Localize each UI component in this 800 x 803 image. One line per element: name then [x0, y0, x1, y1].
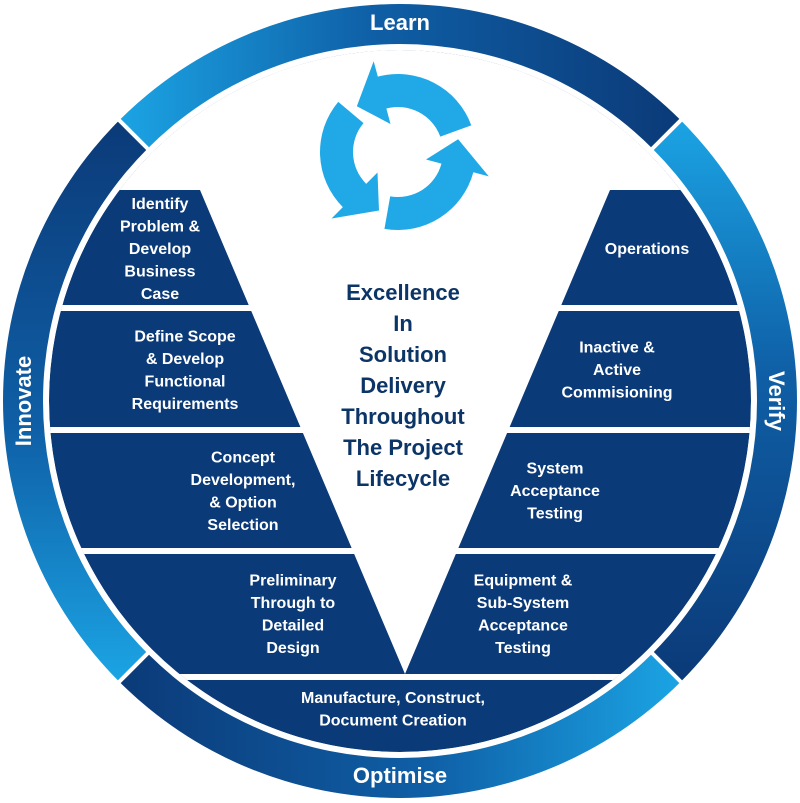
phase-label-line: Commisioning: [561, 385, 672, 402]
phase-label-line: Business: [124, 264, 195, 281]
cycle-arrow: [384, 139, 489, 231]
bottom-phase: Manufacture, Construct, Document Creation: [301, 690, 485, 730]
phase-label-line: Equipment &: [474, 572, 573, 589]
phase-label-line: Manufacture, Construct,: [301, 690, 485, 707]
center-title-line: Excellence: [346, 280, 460, 305]
ring-segment-verify: [652, 120, 797, 682]
center-title-line: Lifecycle: [356, 466, 450, 491]
ring-segment-learn: [119, 4, 681, 149]
phase-label-line: Acceptance: [478, 617, 568, 634]
center-title-line: Solution: [359, 342, 447, 367]
ring-label-innovate: Innovate: [11, 356, 36, 446]
ring-separator: [649, 650, 684, 685]
ring-segment-innovate: [3, 120, 148, 682]
phase-label-line: Problem &: [120, 219, 200, 236]
phase-label-line: Selection: [207, 517, 278, 534]
ring-label-verify: Verify: [764, 371, 789, 432]
center-title-line: Delivery: [360, 373, 446, 398]
phase-label-line: Development,: [191, 472, 296, 489]
phase-label-line: Operations: [605, 241, 690, 258]
phase-label-line: Testing: [527, 506, 583, 523]
recycle-arrows-icon: [320, 61, 489, 231]
center-title-line: In: [393, 311, 413, 336]
phase-label-line: Design: [266, 640, 319, 657]
ring-gap: [44, 45, 756, 757]
right-phase-1: Operations: [605, 241, 690, 258]
phase-label-line: & Develop: [146, 351, 224, 368]
row-divider: [49, 548, 751, 554]
outer-ring: [3, 4, 797, 798]
left-phase-2: Define Scope & DevelopFunctionalRequireme…: [132, 328, 239, 413]
cycle-arrow: [320, 101, 379, 219]
ring-label-learn: Learn: [370, 10, 430, 35]
phase-label-line: Functional: [145, 373, 226, 390]
center-title-line: The Project: [343, 435, 463, 460]
phase-label-line: Develop: [129, 241, 191, 258]
phase-label-line: Through to: [251, 595, 336, 612]
center-title-line: Throughout: [341, 404, 465, 429]
ring-segment-optimise: [119, 653, 681, 798]
phase-label-line: Document Creation: [319, 712, 467, 729]
phase-label-line: Identify: [132, 196, 189, 213]
phase-label-line: Concept: [211, 449, 276, 466]
phase-label-line: Sub-System: [477, 595, 569, 612]
phase-label-line: System: [527, 461, 584, 478]
phase-label-line: Requirements: [132, 396, 239, 413]
row-divider: [49, 674, 751, 680]
phase-label-line: Acceptance: [510, 483, 600, 500]
phase-label-line: Preliminary: [249, 572, 336, 589]
ring-separator: [116, 650, 151, 685]
phase-label-line: Inactive &: [579, 340, 655, 357]
ring-separator: [116, 117, 151, 152]
cycle-arrow: [356, 61, 472, 137]
center-title: ExcellenceInSolutionDeliveryThroughoutTh…: [341, 280, 465, 491]
ring-separator: [649, 117, 684, 152]
row-divider: [49, 427, 751, 433]
row-divider: [49, 305, 751, 311]
phase-label-line: Testing: [495, 640, 551, 657]
phase-label-line: Define Scope: [134, 328, 235, 345]
ring-label-optimise: Optimise: [353, 763, 447, 788]
phase-label-line: Active: [593, 362, 641, 379]
phase-label-line: & Option: [209, 494, 277, 511]
phase-label-line: Detailed: [262, 617, 324, 634]
phase-label-line: Case: [141, 286, 179, 303]
